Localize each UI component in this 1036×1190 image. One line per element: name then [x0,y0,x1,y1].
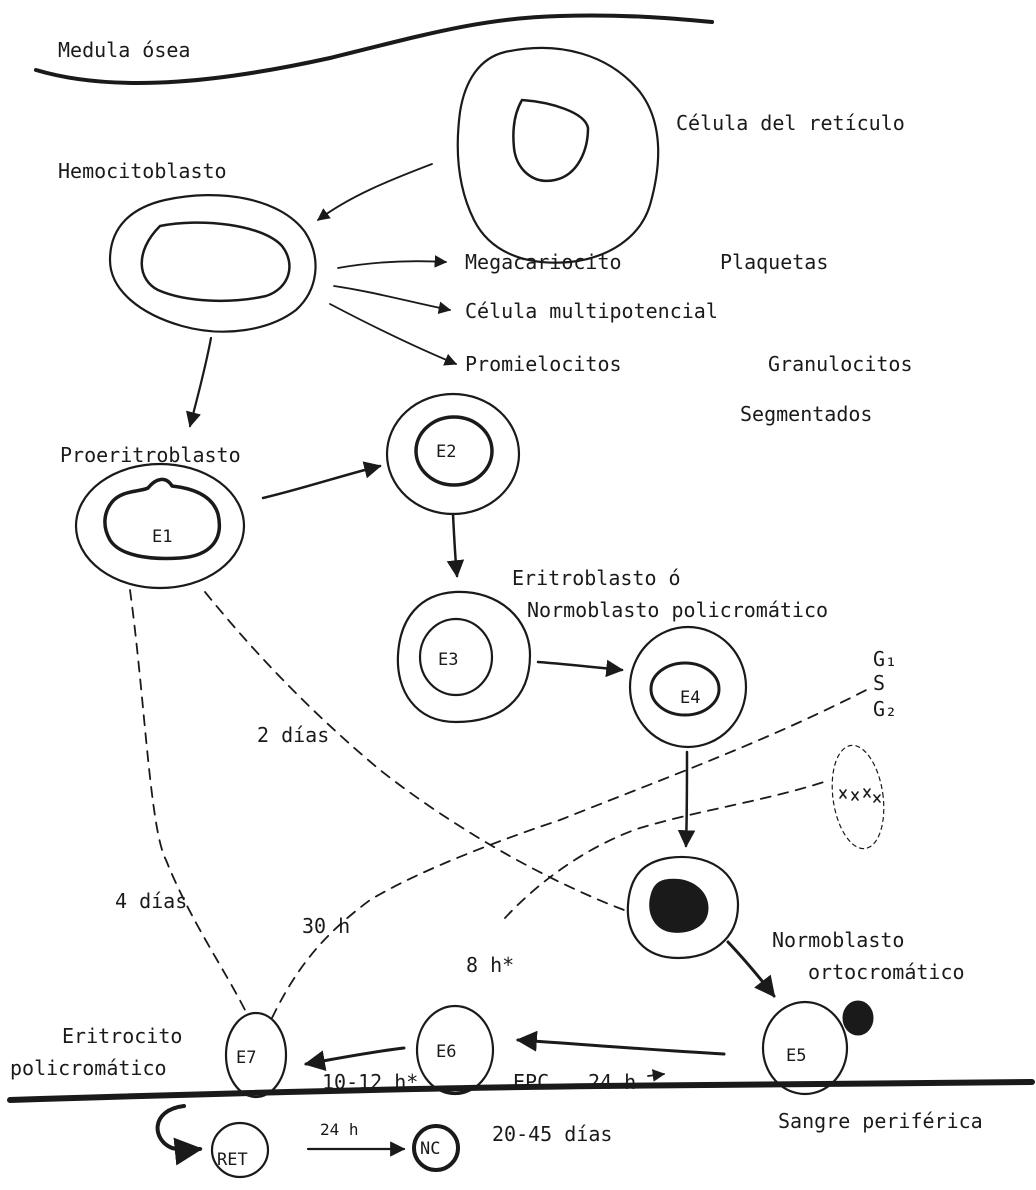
granulocitos-label: Granulocitos [768,352,913,376]
time-4-dias: 4 días [115,889,188,913]
reticulo-cell-nucleus [512,98,590,183]
e5-extruded-nucleus [842,1000,874,1036]
dashed-e1-to-orto [204,591,625,911]
normoblasto-orto-label-2: ortocromático [808,960,965,984]
arrow-to-multipotencial [333,285,452,314]
plaquetas-label: Plaquetas [720,250,829,274]
e3-cell-outer [396,590,532,724]
e4-cell-outer [628,625,748,749]
hemocitoblasto-cell-nucleus [140,221,291,303]
dashed-e6-to-spindle [504,779,831,919]
e5-cell-label: E5 [786,1046,807,1066]
spindle-figure [831,744,885,850]
normoblasto-poli-label: Normoblasto policromático [527,598,829,622]
e4-cell-nucleus [649,661,721,717]
arrow-e3-to-e4 [536,659,624,678]
arrow-to-promielocitos [329,303,458,366]
arrow-epc-mark [647,1069,666,1082]
orto-cell-outer [626,855,740,960]
time-24-h: 24 h [588,1070,637,1094]
medula-label: Medula ósea [58,38,191,62]
time-20-45-dias: 20-45 días [492,1122,613,1146]
celula-reticulo-label: Célula del retículo [676,111,905,135]
proeritroblasto-label: Proeritroblasto [60,443,241,467]
e5-cell [761,1000,849,1096]
epc-label: EPC [513,1070,550,1094]
arrow-e2-to-e3 [446,512,465,578]
e2-cell-nucleus [414,415,494,487]
eritrocito-label-1: Eritrocito [62,1024,183,1048]
arrow-e4-to-orto [677,750,696,848]
arrow-reticulo-to-hemocitoblasto [316,163,433,221]
e1-cell-label: E1 [152,527,173,547]
e1-cell-outer [74,462,246,590]
time-30-h: 30 h [302,914,351,938]
time-10-12-h: 10-12 h* [322,1070,419,1094]
e2-cell-label: E2 [436,442,457,462]
eritrocito-label-2: policromático [10,1056,167,1080]
chromosome-marks [839,788,881,803]
hemocitoblasto-cell-outer [108,194,317,333]
multipotencial-label: Célula multipotencial [465,299,718,323]
arrow-to-megacariocito [337,255,448,269]
arrow-e7-to-ret [155,1104,203,1166]
orto-cell-nucleus [649,878,709,933]
time-2-dias: 2 días [257,723,330,747]
phase-g1-label: G₁ [873,647,898,671]
nc-cell-label: NC [420,1139,441,1159]
normoblasto-orto-label-1: Normoblasto [772,928,905,952]
eritroblasto-label: Eritroblasto ó [512,566,681,590]
sangre-label: Sangre periférica [778,1109,983,1133]
ret-cell-label: RET [217,1150,248,1170]
promielocitos-label: Promielocitos [465,352,622,376]
e3-cell-label: E3 [438,650,459,670]
segmentados-label: Segmentados [740,402,873,426]
e6-cell-label: E6 [436,1042,457,1062]
hemocitoblasto-label: Hemocitoblasto [58,159,227,183]
arrow-e1-to-e2 [261,461,382,500]
phase-g2-label: G₂ [873,697,898,721]
e7-cell-label: E7 [236,1048,257,1068]
ret-cell [210,1121,270,1179]
arrow-e6-to-e7 [303,1046,406,1072]
time-8-h: 8 h* [466,953,515,977]
phase-s-label: S [873,671,886,695]
megacariocito-label: Megacariocito [465,250,622,274]
reticulo-cell-outer [456,46,660,264]
arrow-hemocitoblasto-to-e1 [186,336,213,428]
time-ret-24-h: 24 h [320,1120,359,1139]
dashed-e7-to-g-phases [271,687,871,1019]
sangre-boundary [7,1079,1035,1103]
e6-membrane-mark [441,1086,474,1096]
e4-cell-label: E4 [680,688,701,708]
medula-boundary [34,13,714,85]
arrow-e5-to-e6 [515,1030,726,1056]
nc-cell [412,1124,460,1172]
e3-cell-nucleus [418,617,494,697]
dashed-e1-to-e7 [129,589,247,1013]
arrow-orto-to-e5 [726,940,776,998]
e1-cell-nucleus [103,477,222,561]
e7-cell [224,1011,288,1099]
